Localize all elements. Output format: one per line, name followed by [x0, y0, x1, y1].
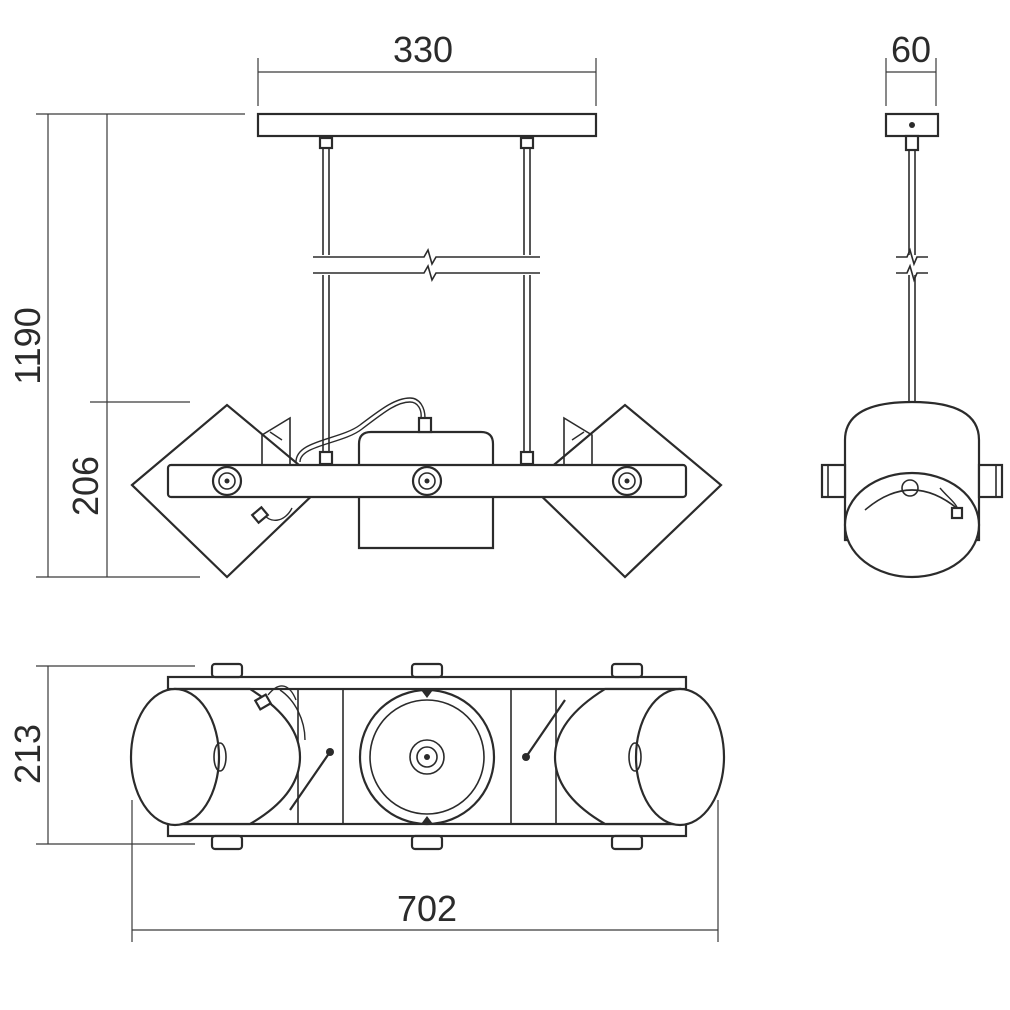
dimension-top-width: 330	[257, 29, 597, 106]
break-marker	[313, 247, 540, 283]
pivot-left	[211, 465, 243, 497]
dimension-label-60: 60	[891, 29, 931, 70]
top-shade-left	[129, 687, 334, 827]
dimension-label-330: 330	[393, 29, 453, 70]
front-view	[130, 112, 723, 579]
power-cable	[295, 397, 426, 463]
dimension-depth: 213	[7, 665, 195, 845]
side-pivot-left	[820, 463, 847, 499]
dimension-label-213: 213	[7, 724, 48, 784]
pivot-right	[611, 465, 643, 497]
dimension-total-width: 702	[131, 800, 719, 942]
dimension-side-width: 60	[885, 29, 937, 106]
dimension-label-1190: 1190	[7, 307, 48, 384]
top-shade-center	[358, 688, 496, 826]
dimension-body-height: 206	[65, 114, 190, 577]
dimension-total-height: 1190	[7, 113, 245, 578]
dimension-label-702: 702	[397, 888, 457, 929]
ceiling-canopy	[256, 112, 598, 138]
side-view	[820, 112, 1004, 579]
side-lamp-head	[843, 400, 981, 579]
side-pivot-right	[977, 463, 1004, 499]
dimension-label-206: 206	[65, 456, 106, 516]
pivot-center	[411, 465, 443, 497]
top-view	[129, 662, 726, 851]
top-shade-right	[522, 687, 726, 827]
